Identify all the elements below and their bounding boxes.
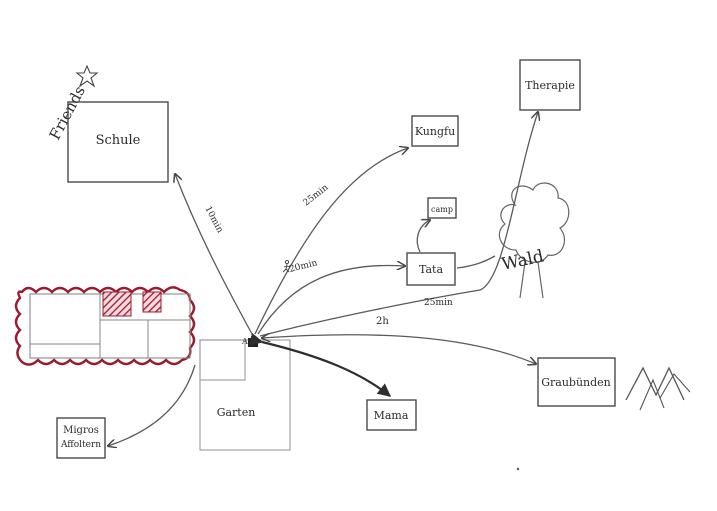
edge-tata-to-wald	[456, 255, 496, 269]
node-kungfu: Kungfu	[411, 115, 459, 147]
mountains-icon	[625, 366, 691, 411]
node-schule: Schule	[67, 101, 169, 183]
node-therapie: Therapie	[519, 59, 581, 111]
node-migros: Migros Affoltern	[56, 417, 106, 459]
therapie-label: Therapie	[525, 79, 575, 92]
edge-to-tata	[257, 265, 405, 335]
node-tata: Tata	[406, 252, 456, 286]
edge-to-graubunden	[262, 335, 536, 364]
tata-label: Tata	[419, 263, 443, 276]
camp-label: camp	[431, 205, 453, 214]
edge-therapie-time: 25min	[424, 298, 453, 308]
edge-tata-to-camp	[416, 220, 430, 253]
edge-to-migros	[108, 364, 196, 446]
edge-graubunden-time: 2h	[376, 316, 389, 327]
edge-kungfu-time: 25min	[302, 183, 331, 209]
edge-to-kungfu	[254, 148, 408, 335]
tree-icon: Wald	[498, 182, 570, 299]
kungfu-label: Kungfu	[415, 125, 455, 138]
migros-sub-label: Affoltern	[60, 440, 101, 450]
node-camp: camp	[427, 197, 457, 219]
schule-label: Schule	[96, 133, 141, 148]
node-mama: Mama	[366, 399, 417, 431]
house-floorplan	[14, 286, 196, 366]
graubunden-label: Graubünden	[541, 376, 611, 389]
pencil-dot	[516, 467, 520, 471]
node-graubunden: Graubünden	[537, 357, 616, 407]
garten-label: Garten	[217, 406, 256, 419]
node-garten: Garten	[199, 339, 291, 451]
home-marker: A	[241, 337, 258, 347]
edge-schule-time: 10min	[202, 205, 224, 235]
edge-to-therapie	[259, 112, 538, 337]
friends-annotation: Friends	[46, 64, 99, 143]
edge-to-mama	[248, 332, 392, 397]
migros-label: Migros	[63, 425, 99, 436]
star-icon	[75, 64, 99, 88]
home-marker-label: A	[241, 337, 248, 346]
mama-label: Mama	[374, 409, 409, 422]
edge-to-schule	[175, 174, 253, 335]
friends-label: Friends	[46, 83, 89, 143]
walking-icon	[282, 259, 291, 273]
